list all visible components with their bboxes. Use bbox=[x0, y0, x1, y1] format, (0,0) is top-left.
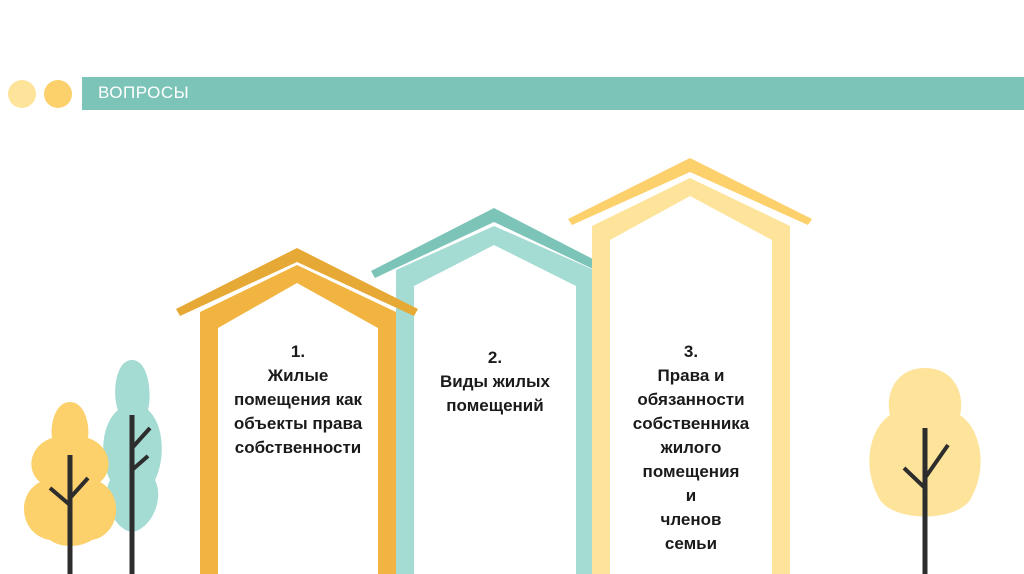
house-1-line: 1. bbox=[290, 342, 306, 361]
house-3-line: помещения bbox=[642, 462, 740, 481]
tree-yellow-icon bbox=[869, 368, 981, 574]
house-3-shape bbox=[568, 158, 812, 574]
decor-dot-left bbox=[8, 80, 36, 108]
house-1-text: 1. Жилые помещения как объекты права собстве… bbox=[218, 340, 378, 460]
house-1-line: собственности bbox=[234, 438, 362, 457]
house-3-line: Права и bbox=[657, 366, 725, 385]
house-1-line: помещения как bbox=[233, 390, 363, 409]
tree-teal-icon bbox=[103, 360, 162, 574]
house-3-line: собственника bbox=[632, 414, 750, 433]
decor-dot-right bbox=[44, 80, 72, 108]
house-3-line: жилого bbox=[660, 438, 722, 457]
house-3-line: членов bbox=[660, 510, 722, 529]
house-3-text: 3. Права и обязанности собственника жилого по… bbox=[610, 340, 772, 556]
house-1-line: объекты права bbox=[233, 414, 363, 433]
tree-orange-icon bbox=[23, 402, 117, 574]
house-2-line: помещений bbox=[446, 396, 544, 415]
house-2-line: Виды жилых bbox=[439, 372, 551, 391]
house-2-shape bbox=[371, 208, 616, 574]
house-3-line: семьи bbox=[664, 534, 718, 553]
page-title: ВОПРОСЫ bbox=[98, 83, 190, 102]
house-1-shape bbox=[176, 248, 418, 574]
house-2-line: 2. bbox=[487, 348, 503, 367]
header-bar: ВОПРОСЫ bbox=[82, 77, 1024, 110]
house-3-line: обязанности bbox=[637, 390, 745, 409]
house-1-line: Жилые bbox=[267, 366, 329, 385]
house-2-text: 2. Виды жилых помещений bbox=[414, 346, 576, 418]
house-3-line: и bbox=[685, 486, 697, 505]
house-3-line: 3. bbox=[683, 342, 699, 361]
